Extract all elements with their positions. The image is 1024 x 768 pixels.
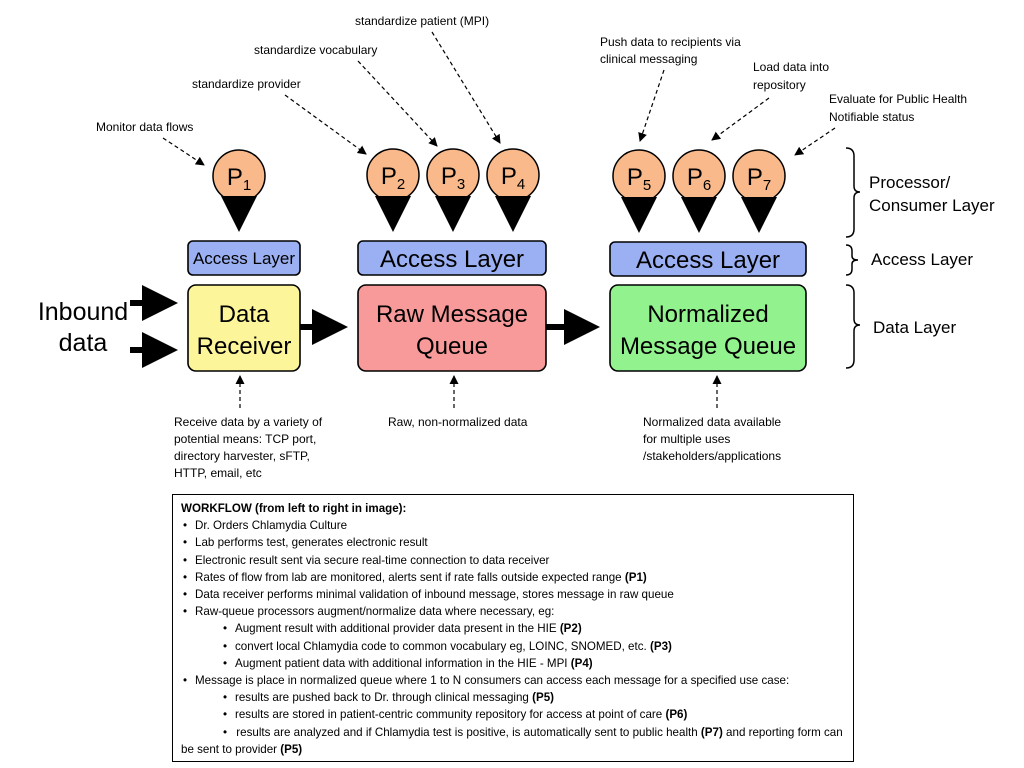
- workflow-subitem: Augment result with additional provider …: [181, 620, 845, 637]
- annotation-evaluate-line2: Notifiable status: [829, 110, 914, 124]
- annotation-receive-line3: directory harvester, sFTP,: [174, 449, 310, 463]
- annotation-push-line2: clinical messaging: [600, 52, 697, 66]
- annotation-provider: standardize provider: [192, 77, 301, 91]
- workflow-subitem: convert local Chlamydia code to common v…: [181, 638, 845, 655]
- workflow-item: Electronic result sent via secure real-t…: [181, 552, 845, 569]
- annotation-push-line1: Push data to recipients via: [600, 35, 741, 49]
- svg-text:Queue: Queue: [416, 333, 488, 360]
- dashed-arrow-p3: [357, 60, 438, 147]
- workflow-item: Message is place in normalized queue whe…: [181, 672, 845, 689]
- layer-braces: [845, 147, 861, 369]
- layer-label-access: Access Layer: [871, 250, 973, 269]
- svg-text:P7: P7: [747, 164, 771, 194]
- annotation-load-line2: repository: [753, 78, 806, 92]
- dashed-arrow-p5: [638, 69, 665, 142]
- workflow-subitem: results are pushed back to Dr. through c…: [181, 689, 845, 706]
- annotation-receive-line4: HTTP, email, etc: [174, 466, 262, 480]
- workflow-item: Dr. Orders Chlamydia Culture: [181, 517, 845, 534]
- bullet-glyph: •: [223, 725, 231, 739]
- inbound-label-line2: data: [59, 329, 108, 357]
- workflow-item: Rates of flow from lab are monitored, al…: [181, 569, 845, 586]
- workflow-box: WORKFLOW (from left to right in image): …: [172, 494, 854, 762]
- dashed-arrow-p2: [284, 94, 367, 155]
- workflow-subitem: Augment patient data with additional inf…: [181, 655, 845, 672]
- annotation-vocabulary: standardize vocabulary: [254, 43, 377, 57]
- processor-p1: P1: [212, 149, 266, 203]
- workflow-subitem: results are stored in patient-centric co…: [181, 706, 845, 723]
- svg-text:Raw Message: Raw Message: [376, 301, 528, 328]
- dashed-arrow-p1: [162, 137, 205, 166]
- workflow-list: Dr. Orders Chlamydia Culture Lab perform…: [181, 517, 845, 620]
- svg-text:P2: P2: [381, 163, 405, 193]
- annotation-normalized-line3: /stakeholders/applications: [643, 449, 781, 463]
- svg-text:P5: P5: [627, 164, 651, 194]
- annotation-patient: standardize patient (MPI): [355, 14, 489, 28]
- annotation-raw-note: Raw, non-normalized data: [388, 415, 528, 429]
- raw-message-queue-box: Raw Message Queue: [357, 284, 547, 372]
- dashed-arrow-p6: [711, 97, 770, 141]
- svg-text:Message Queue: Message Queue: [620, 333, 796, 360]
- svg-text:P1: P1: [227, 164, 251, 194]
- processor-p6: P6: [672, 149, 726, 203]
- access-layer-1: Access Layer: [187, 240, 301, 276]
- svg-text:Access Layer: Access Layer: [193, 249, 295, 268]
- layer-label-processor-line2: Consumer Layer: [869, 196, 995, 215]
- processor-p7: P7: [732, 149, 786, 203]
- workflow-normalized-sublist: results are pushed back to Dr. through c…: [181, 689, 845, 724]
- annotation-receive-line1: Receive data by a variety of: [174, 415, 323, 429]
- dashed-arrow-p7: [794, 127, 836, 156]
- processor-p5: P5: [612, 149, 666, 203]
- svg-text:Data: Data: [219, 301, 270, 328]
- architecture-diagram: Monitor data flows standardize provider …: [38, 14, 995, 480]
- layer-label-data: Data Layer: [873, 318, 956, 337]
- svg-text:Normalized: Normalized: [647, 301, 768, 328]
- svg-text:P3: P3: [441, 163, 465, 193]
- processor-p4: P4: [486, 148, 540, 202]
- annotation-normalized-line2: for multiple uses: [643, 432, 730, 446]
- annotation-receive-line2: potential means: TCP port,: [174, 432, 316, 446]
- data-receiver-box: Data Receiver: [187, 284, 301, 372]
- layer-label-processor-line1: Processor/: [869, 173, 951, 192]
- workflow-title: WORKFLOW (from left to right in image):: [181, 502, 407, 515]
- annotation-monitor: Monitor data flows: [96, 120, 193, 134]
- annotation-normalized-line1: Normalized data available: [643, 415, 781, 429]
- svg-text:P6: P6: [687, 164, 711, 194]
- brace-processor-layer: [845, 147, 861, 238]
- annotation-evaluate-line1: Evaluate for Public Health: [829, 92, 967, 106]
- workflow-item: Raw-queue processors augment/normalize d…: [181, 603, 845, 620]
- brace-data-layer: [845, 284, 861, 369]
- normalized-message-queue-box: Normalized Message Queue: [609, 284, 807, 372]
- svg-text:Receiver: Receiver: [197, 333, 292, 360]
- workflow-list-continued: Message is place in normalized queue whe…: [181, 672, 845, 689]
- access-layer-3: Access Layer: [609, 241, 807, 277]
- workflow-subitem-last: • • results are analyzed and if Chlamydi…: [181, 725, 843, 756]
- access-layer-2: Access Layer: [357, 240, 547, 276]
- svg-text:P4: P4: [501, 163, 525, 193]
- svg-text:Access Layer: Access Layer: [380, 246, 524, 273]
- processor-p3: P3: [426, 148, 480, 202]
- workflow-item: Lab performs test, generates electronic …: [181, 534, 845, 551]
- workflow-raw-sublist: Augment result with additional provider …: [181, 620, 845, 672]
- brace-access-layer: [845, 244, 859, 276]
- processor-p2: P2: [366, 148, 420, 202]
- svg-text:Access Layer: Access Layer: [636, 247, 780, 274]
- workflow-item: Data receiver performs minimal validatio…: [181, 586, 845, 603]
- inbound-label-line1: Inbound: [38, 298, 128, 326]
- annotation-load-line1: Load data into: [753, 60, 829, 74]
- dashed-arrow-p4: [431, 31, 501, 144]
